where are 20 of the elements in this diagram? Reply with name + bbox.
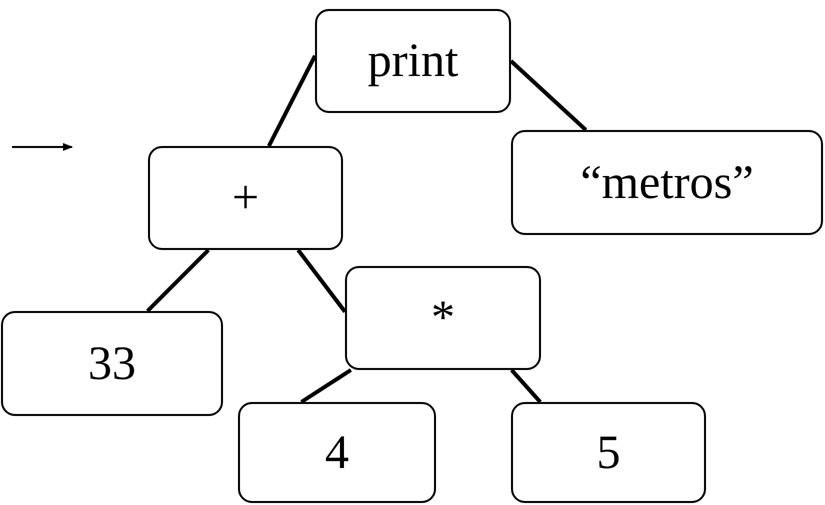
tree-node-box bbox=[511, 130, 823, 235]
tree-node-box bbox=[238, 402, 436, 503]
node-label: 4 bbox=[325, 428, 349, 476]
tree-node-box bbox=[511, 402, 706, 503]
node-label: * bbox=[431, 294, 455, 342]
tree-node-box bbox=[148, 146, 343, 250]
connector-line bbox=[296, 248, 347, 313]
tree-node-box bbox=[315, 9, 511, 113]
node-label: “metros” bbox=[580, 158, 754, 206]
connector-line bbox=[300, 368, 352, 404]
connector-line bbox=[510, 60, 588, 132]
tree-node-box bbox=[1, 311, 223, 416]
node-label: 33 bbox=[88, 340, 136, 388]
connector-line bbox=[510, 368, 542, 404]
node-label: + bbox=[232, 174, 260, 222]
tree-node-box bbox=[345, 266, 541, 370]
connector-line bbox=[267, 54, 317, 147]
node-label: 5 bbox=[596, 428, 620, 476]
node-label: print bbox=[368, 37, 458, 85]
connector-line bbox=[146, 248, 210, 312]
